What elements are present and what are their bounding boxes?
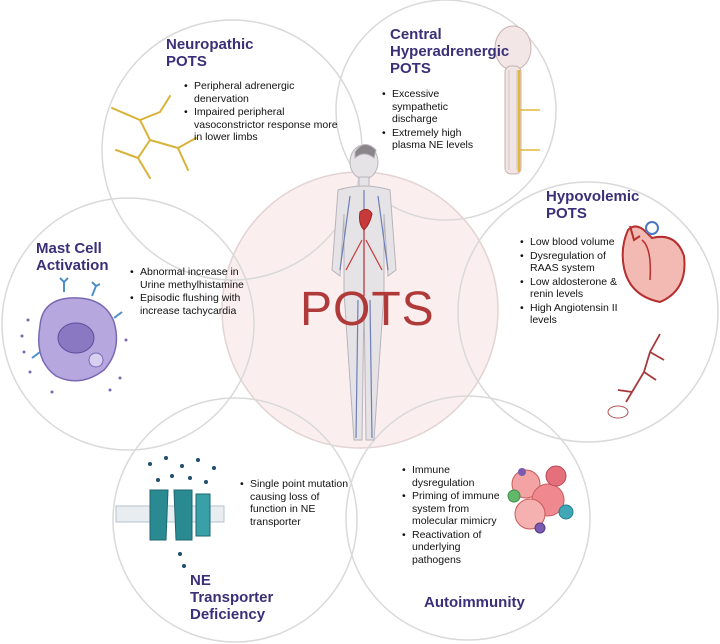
ne-transporter-illustration [115,456,225,568]
mast-cell-bullets: Abnormal increase in Urine methylhistami… [128,266,244,318]
autoimmunity-title-line: Autoimmunity [424,594,525,611]
mast-cell-title-line: Activation [36,257,109,274]
center-label-pots: POTS [300,283,435,336]
ne-transporter-title-line: Deficiency [190,606,266,623]
hypovolemic-circle [457,181,719,443]
bullet-item: Peripheral adrenergic denervation [184,80,344,105]
hyperadrenergic-title-line: POTS [390,60,431,77]
nerve-branch-illustration [111,95,197,179]
neuropathic-title-line: POTS [166,53,207,70]
bullet-item: Episodic flushing with increase tachycar… [130,292,244,317]
hypovolemic-title-line: POTS [546,205,587,222]
bullet-item: Impaired peripheral vasoconstrictor resp… [184,106,344,144]
autoimmunity-bullets: Immune dysregulation Priming of immune s… [400,464,512,567]
hyperadrenergic-title-line: Central [390,26,442,43]
neuropathic-title: Neuropathic POTS [166,36,254,70]
hyperadrenergic-title: Central Hyperadrenergic POTS [390,26,509,77]
autoimmunity-title: Autoimmunity [424,594,525,611]
bullet-item: Abnormal increase in Urine methylhistami… [130,266,244,291]
neuropathic-bullets: Peripheral adrenergic denervation Impair… [182,80,344,145]
spinal-cord-illustration [494,25,540,175]
mast-cell-title: Mast Cell Activation [36,240,109,274]
heart-illustration [621,221,686,304]
bullet-item: Immune dysregulation [402,464,512,489]
ne-transporter-title-line: Transporter [190,589,274,606]
blood-vessel-illustration [607,333,665,419]
mast-cell-illustration [20,277,128,394]
bullet-item: Excessive sympathetic discharge [382,88,496,126]
ne-transporter-title-line: NE [190,572,211,589]
bullet-item: Low blood volume [520,236,630,249]
mast-cell-title-line: Mast Cell [36,240,102,257]
human-figure-illustration [331,144,397,441]
bullet-item: Extremely high plasma NE levels [382,127,496,152]
bullet-item: Reactivation of underlying pathogens [402,529,512,567]
hypovolemic-title-line: Hypovolemic [546,188,640,205]
ne-transporter-bullets: Single point mutation causing loss of fu… [238,478,352,529]
bullet-item: Low aldosterone & renin levels [520,276,630,301]
hypovolemic-bullets: Low blood volume Dysregulation of RAAS s… [518,236,630,328]
bullet-item: Priming of immune system from molecular … [402,490,512,528]
ne-transporter-circle [112,397,358,643]
hyperadrenergic-title-line: Hyperadrenergic [390,43,510,60]
hypovolemic-title: Hypovolemic POTS [546,188,639,222]
immune-cells-illustration [507,465,574,534]
ne-transporter-title: NE Transporter Deficiency [190,572,273,623]
bullet-item: Dysregulation of RAAS system [520,250,630,275]
mast-cell-circle [1,197,255,451]
bullet-item: High Angiotensin II levels [520,302,630,327]
hyperadrenergic-bullets: Excessive sympathetic discharge Extremel… [380,88,496,153]
bullet-item: Single point mutation causing loss of fu… [240,478,352,528]
neuropathic-title-line: Neuropathic [166,36,254,53]
